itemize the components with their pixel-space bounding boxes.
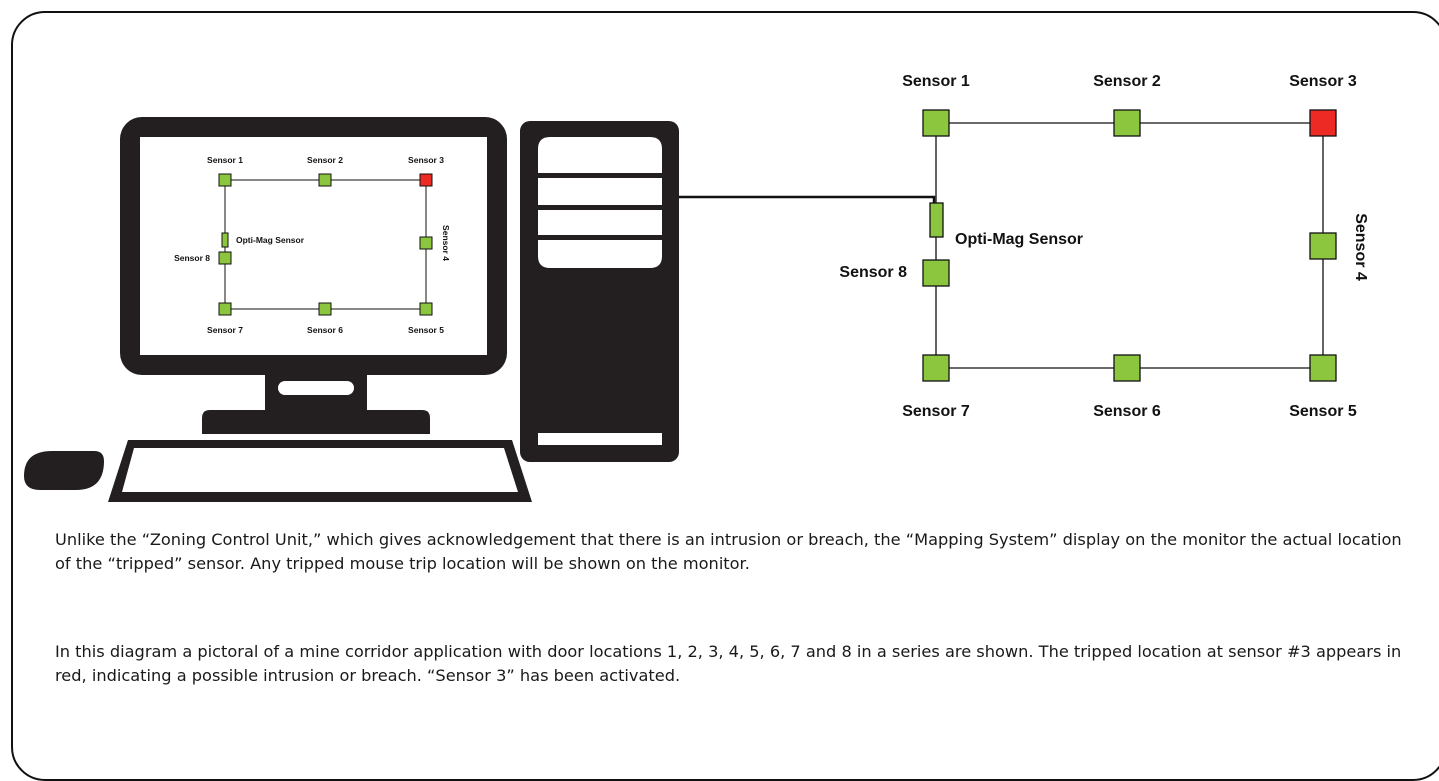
large-sensor-2-marker [1113, 109, 1141, 137]
monitor-neck-slot [278, 381, 354, 395]
large-sensor-4-label: Sensor 4 [1352, 213, 1369, 281]
monitor-sensor-4-marker [419, 236, 433, 250]
large-sensor-8-label: Sensor 8 [839, 264, 907, 281]
monitor-sensor-7-marker [218, 302, 232, 316]
monitor-base [202, 410, 430, 434]
large-sensor-5-marker [1309, 354, 1337, 382]
keyboard-keys [122, 448, 518, 492]
computer-tower [520, 121, 679, 462]
monitor-sensor-3-label: Sensor 3 [408, 155, 444, 165]
monitor-sensor-1-marker [218, 173, 232, 187]
cable [679, 195, 936, 203]
large-sensor-3-marker [1309, 109, 1337, 137]
large-sensor-6-label: Sensor 6 [1093, 403, 1161, 420]
monitor-sensor-2-label: Sensor 2 [307, 155, 343, 165]
large-sensor-6-marker [1113, 354, 1141, 382]
monitor-sensor-1-label: Sensor 1 [207, 155, 243, 165]
monitor-sensor-7-label: Sensor 7 [207, 325, 243, 335]
large-sensor-1-marker [922, 109, 950, 137]
monitor-sensor-8-label: Sensor 8 [174, 253, 210, 263]
tower-drive-bay-4 [538, 240, 662, 268]
large-sensor-7-label: Sensor 7 [902, 403, 970, 420]
large-sensor-5-label: Sensor 5 [1289, 403, 1357, 420]
large-sensor-4-marker [1309, 232, 1337, 260]
monitor-sensor-5-label: Sensor 5 [408, 325, 444, 335]
monitor-sensor-map: Sensor 1 Sensor 2 Sensor 3 Sensor 4 Sens… [174, 155, 451, 335]
monitor-sensor-4-label: Sensor 4 [441, 225, 451, 261]
large-opti-mag-sensor [929, 202, 944, 238]
large-sensor-1-label: Sensor 1 [902, 73, 970, 90]
tower-drive-bay-1 [538, 137, 662, 173]
tower-drive-bay-2 [538, 178, 662, 205]
monitor-opti-mag-label: Opti-Mag Sensor [236, 235, 305, 245]
monitor-screen [140, 137, 487, 355]
tower-drive-bay-3 [538, 210, 662, 235]
mouse [24, 451, 104, 490]
large-sensor-2-label: Sensor 2 [1093, 73, 1161, 90]
description-paragraph-2: In this diagram a pictoral of a mine cor… [55, 642, 1402, 685]
large-opti-mag-label: Opti-Mag Sensor [955, 231, 1083, 248]
keyboard [108, 440, 532, 502]
monitor-opti-mag-sensor [221, 232, 229, 248]
large-sensor-7-marker [922, 354, 950, 382]
large-sensor-8-marker [922, 259, 950, 287]
tower-bottom-slot [538, 433, 662, 445]
monitor-sensor-5-marker [419, 302, 433, 316]
monitor-sensor-6-label: Sensor 6 [307, 325, 343, 335]
monitor-sensor-2-marker [318, 173, 332, 187]
monitor-sensor-8-marker [218, 251, 232, 265]
large-sensor-3-label: Sensor 3 [1289, 73, 1357, 90]
tower-body [520, 121, 679, 462]
large-sensor-map: Sensor 1 Sensor 2 Sensor 3 Sensor 4 Sens… [839, 73, 1369, 420]
monitor-sensor-3-marker [419, 173, 433, 187]
description-paragraph-1: Unlike the “Zoning Control Unit,” which … [55, 530, 1402, 573]
monitor-sensor-6-marker [318, 302, 332, 316]
